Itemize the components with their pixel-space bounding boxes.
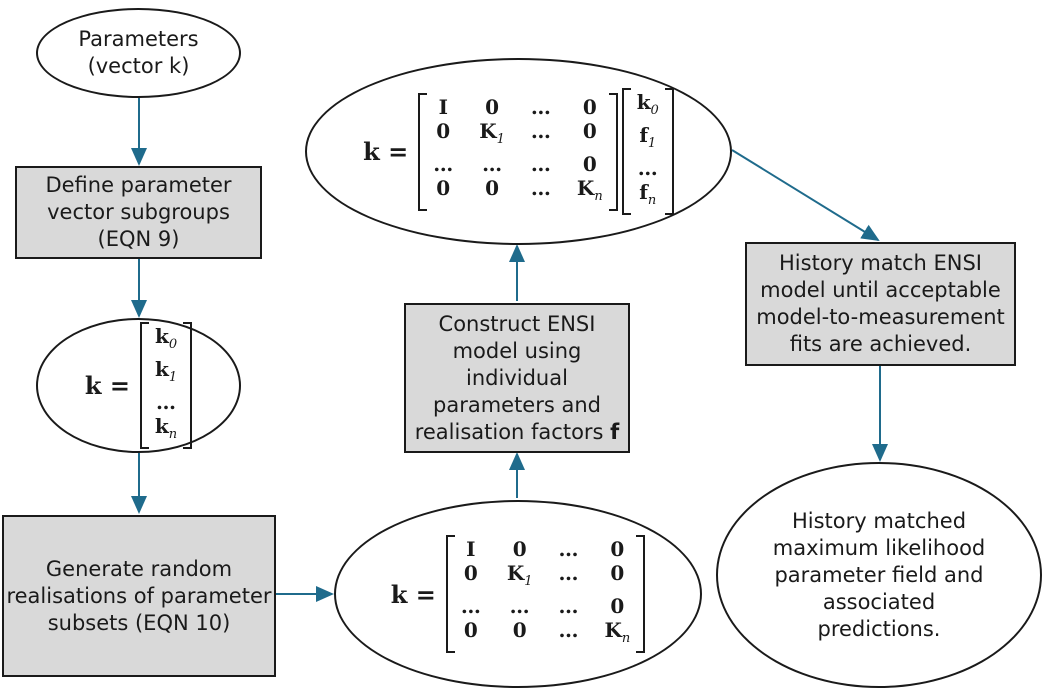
matrix-entry: … — [460, 594, 481, 618]
matrix-entry: I — [438, 94, 448, 119]
matrix-entry: 0 — [485, 94, 500, 119]
matrix-entry: … — [558, 537, 579, 561]
define-subgroups-label: Define parameter vector subgroups (EQN 9… — [45, 173, 232, 251]
vector-f-bracket: k0 f1 …fn — [621, 88, 674, 215]
equation-lhs: k = — [84, 371, 130, 400]
matrix-entry: 0 — [463, 561, 478, 585]
matrix-entry: k1 — [154, 357, 178, 385]
matrix-entry: 0 — [436, 175, 451, 200]
matrix-entry: 0 — [610, 594, 625, 618]
subgroup-vector-ellipse: k = k0 k1 …kn — [36, 318, 241, 453]
equation-lhs: k = — [363, 137, 409, 166]
matrix-entry: 0 — [512, 537, 527, 561]
matrix-entry: K1 — [479, 118, 505, 147]
matrix-entry: 0 — [582, 94, 597, 119]
arrow-top-to-history — [731, 149, 880, 242]
matrix-entry: fn — [639, 180, 657, 208]
history-match-box: History match ENSI model until acceptabl… — [745, 242, 1016, 366]
matrix-entry: … — [530, 175, 551, 200]
matrix-entry: K1 — [506, 561, 533, 589]
subgroup-vector-equation: k = k0 k1 …kn — [84, 322, 193, 449]
matrix-entry: … — [509, 594, 530, 618]
matrix-entry: Kn — [576, 175, 603, 204]
matrix-entry: I — [466, 537, 476, 561]
matrix-entry: 0 — [485, 175, 500, 200]
matrix-entry: 0 — [436, 118, 451, 143]
matrix-entry: 0 — [582, 118, 597, 143]
define-subgroups-box: Define parameter vector subgroups (EQN 9… — [15, 166, 262, 259]
construct-ensi-box: Construct ENSI model using individual pa… — [404, 303, 630, 453]
matrix-entry: f1 — [639, 123, 657, 151]
matrix-entry: 0 — [512, 618, 527, 642]
matrix-entry: … — [482, 151, 503, 176]
matrix-entry: 0 — [610, 561, 625, 585]
parameters-ellipse: Parameters (vector k) — [36, 8, 241, 98]
matrix-entry: 0 — [610, 537, 625, 561]
matrix-entry: … — [530, 118, 551, 143]
construct-ensi-label: Construct ENSI model using individual pa… — [414, 311, 620, 444]
matrix-entry: 0 — [582, 151, 597, 176]
matrix-entry: k0 — [154, 324, 178, 352]
history-match-label: History match ENSI model until acceptabl… — [756, 251, 1005, 356]
result-ellipse: History matched maximum likelihood param… — [716, 462, 1042, 688]
matrix-entry: … — [558, 618, 579, 642]
matrix-entry: Kn — [604, 618, 631, 646]
matrix-entry: … — [530, 94, 551, 119]
matrix-entry: kn — [154, 414, 178, 442]
matrix-entry: … — [433, 151, 454, 176]
vector-k-entries: k0 k1 …kn — [149, 322, 183, 449]
parameters-label: Parameters (vector k) — [78, 27, 199, 78]
matrix-entry: … — [558, 594, 579, 618]
vector-f-entries: k0 f1 …fn — [631, 88, 665, 215]
equation-lhs: k = — [390, 579, 436, 609]
result-label: History matched maximum likelihood param… — [772, 508, 986, 641]
generate-random-box: Generate random realisations of paramete… — [2, 515, 276, 677]
matrix-entry: … — [530, 151, 551, 176]
vector-k-bracket: k0 k1 …kn — [139, 322, 193, 449]
matrix-entry: … — [558, 561, 579, 585]
matrix-entry: k0 — [636, 90, 659, 118]
matrix-entry: 0 — [463, 618, 478, 642]
matrix-entry: … — [637, 156, 658, 180]
matrix-entry: … — [156, 390, 177, 414]
generate-random-label: Generate random realisations of paramete… — [6, 556, 272, 635]
